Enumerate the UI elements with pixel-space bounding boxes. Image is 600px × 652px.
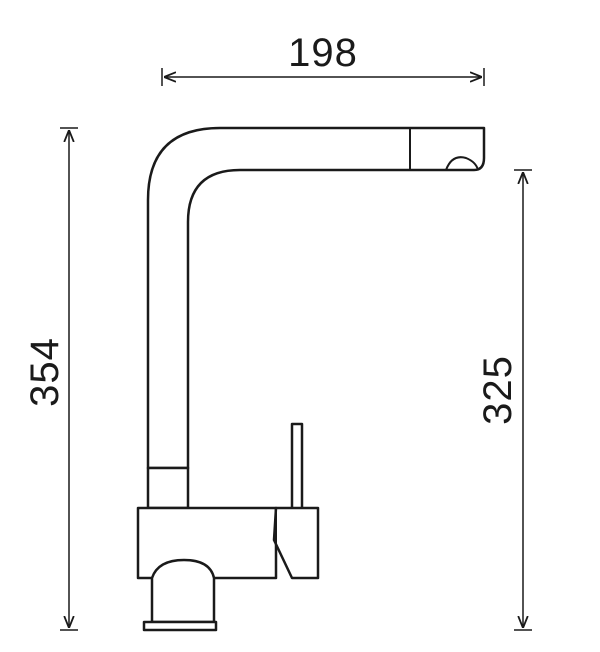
faucet-outline <box>136 126 486 632</box>
spout-height-dimension: 325 <box>476 169 532 631</box>
total-height-dimension: 354 <box>23 127 78 631</box>
base-plate <box>142 620 218 632</box>
spout-height-label: 325 <box>476 355 520 425</box>
width-dimension: 198 <box>161 31 485 86</box>
lever-handle <box>290 422 304 512</box>
cartridge-housing <box>272 506 320 580</box>
spout-tube <box>146 126 486 470</box>
width-label: 198 <box>288 31 358 75</box>
total-height-label: 354 <box>23 337 67 407</box>
aerator-outlet <box>445 156 479 171</box>
base-neck <box>150 558 216 624</box>
column-collar <box>146 466 190 510</box>
